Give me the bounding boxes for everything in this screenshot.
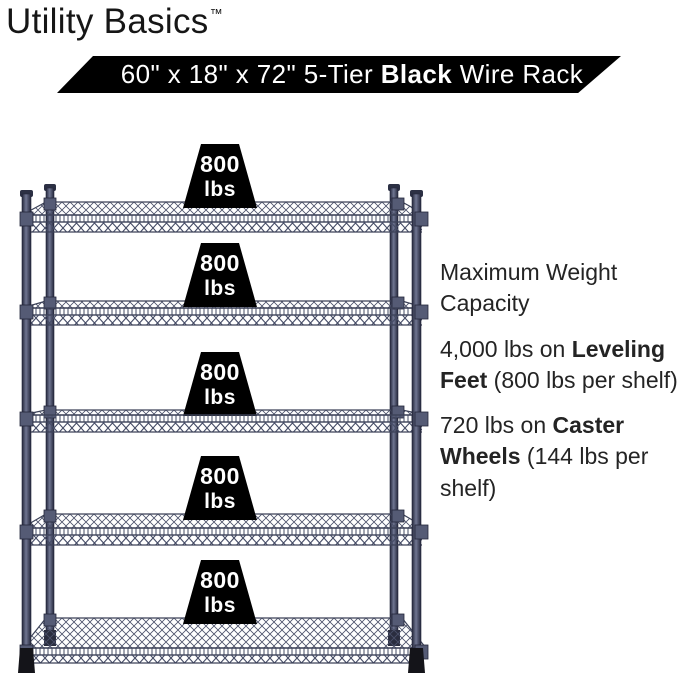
banner-title-prefix: 60" x 18" x 72" 5-Tier: [120, 59, 381, 89]
shelf-3-front: [21, 414, 427, 433]
title-banner: 60" x 18" x 72" 5-Tier Black Wire Rack: [57, 56, 621, 93]
shelf-5-front: [21, 647, 427, 664]
leveling-feet: [18, 648, 425, 673]
front-foot-right: [408, 648, 425, 673]
capacity-caster-wheels: 720 lbs on Caster Wheels (144 lbs per sh…: [440, 412, 649, 501]
info-heading: Maximum Weight Capacity: [440, 259, 618, 317]
weight-badge-5: 800 lbs: [183, 560, 257, 624]
weight-badge-3: 800 lbs: [183, 352, 257, 416]
weight-unit: lbs: [204, 490, 236, 513]
weight-badge-2: 800 lbs: [183, 243, 257, 307]
weight-badge-1: 800 lbs: [183, 144, 257, 208]
weight-badge-4: 800 lbs: [183, 456, 257, 520]
weight-value: 800: [200, 151, 240, 177]
shelf-4-front: [21, 527, 427, 546]
weight-unit: lbs: [204, 386, 236, 409]
trademark-symbol: ™: [209, 6, 223, 21]
weight-value: 800: [200, 250, 240, 276]
wire-rack-illustration: 800 lbs 800 lbs: [18, 144, 429, 673]
front-foot-left: [18, 648, 35, 673]
banner-title-bold: Black: [380, 59, 453, 89]
shelf-2-front: [21, 307, 427, 326]
weight-unit: lbs: [204, 594, 236, 617]
info-panel: Maximum Weight Capacity 4,000 lbs on Lev…: [440, 257, 679, 518]
banner-title: 60" x 18" x 72" 5-Tier Black Wire Rack: [95, 59, 583, 90]
banner-title-suffix: Wire Rack: [452, 59, 584, 89]
brand-logo: Utility Basics™: [6, 2, 223, 42]
weight-value: 800: [200, 359, 240, 385]
brand-name: Utility Basics: [6, 2, 209, 41]
weight-value: 800: [200, 567, 240, 593]
weight-value: 800: [200, 463, 240, 489]
weight-unit: lbs: [204, 178, 236, 201]
weight-unit: lbs: [204, 277, 236, 300]
capacity-leveling-feet: 4,000 lbs on Leveling Feet (800 lbs per …: [440, 335, 678, 393]
shelf-1-front: [21, 214, 427, 233]
